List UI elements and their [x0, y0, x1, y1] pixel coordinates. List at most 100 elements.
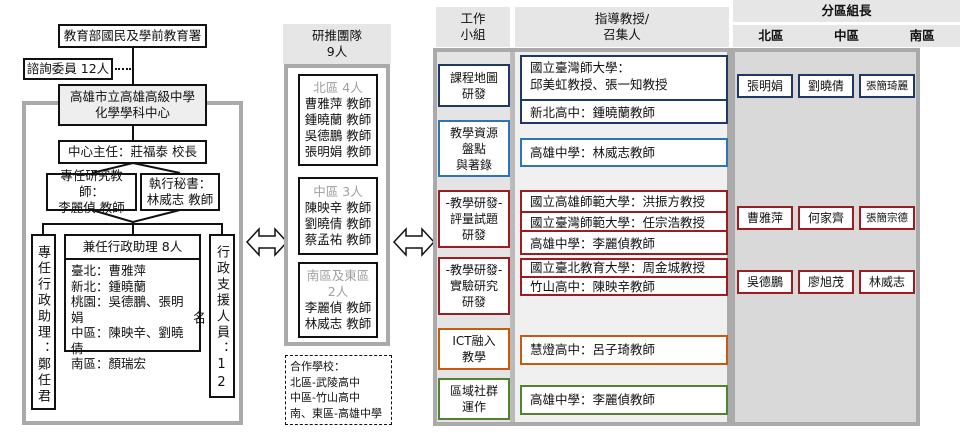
member: 李麗偵 教師 [304, 300, 372, 315]
researcher-box: 專任研究教師：李麗偵 教師 [46, 168, 137, 215]
advisors-box: 諮詢委員 12人 [23, 58, 113, 80]
secretary-name: 林威志 教師 [146, 192, 214, 207]
group-name: 研發 [461, 295, 486, 309]
group-name: 教學資源 [449, 125, 498, 140]
group-name: ICT融入 [452, 334, 496, 348]
member: 吳德鵬 教師 [304, 128, 372, 143]
advisor-row: 國立臺灣師大學： 邱美虹教授、張一知教授 [530, 60, 668, 92]
member: 林威志 教師 [304, 316, 372, 331]
group-name: 與著錄 [455, 157, 492, 172]
header-text: 小組 [460, 27, 486, 42]
region-header: 北區 [758, 28, 784, 43]
region-header: 中區 [833, 28, 859, 43]
advisor-row: 國立臺北教育大學：周金城教授 [530, 260, 706, 275]
region-label: 北區 4人 [313, 80, 363, 95]
group-name: 課程地圖 [449, 70, 498, 85]
group-box: 區域社群運作 [438, 378, 510, 420]
group-box: 教學資源盤點與著錄 [438, 120, 510, 177]
ministry-label: 教育部國民及學前教育署 [63, 28, 202, 43]
advisor-row: 新北高中：鍾曉蘭教師 [522, 99, 726, 122]
header-text: 分區組長 [821, 3, 872, 18]
director-box: 中心主任：莊福泰 校長 [58, 140, 207, 164]
advisors-label: 諮詢委員 12人 [26, 61, 110, 76]
part-assistants-title: 兼任行政助理 8人 [66, 236, 199, 260]
partner-row: 中區-竹山高中 [290, 391, 360, 404]
full-assistant-label: 專任行政助理：鄭任君 [35, 245, 50, 405]
advisor-row: 國立高雄師範大學：洪振方教授 [530, 194, 706, 209]
researcher-title: 專任研究教師： [60, 168, 123, 199]
team-frame [284, 64, 390, 346]
director-label: 中心主任：莊福泰 校長 [68, 144, 197, 159]
region-central: 中區 3人 陳映辛 教師劉曉倩 教師蔡孟祐 教師 [298, 177, 378, 255]
partner-title: 合作學校： [290, 360, 345, 373]
group-box: 課程地圖研發 [438, 64, 510, 107]
advisor-row: 高雄中學：林威志教師 [530, 145, 656, 160]
connector-lines [42, 161, 223, 234]
region-header: 南區 [909, 28, 935, 43]
member: 劉曉倩 教師 [304, 216, 372, 231]
center-name: 高雄市立高雄高級中學 [69, 89, 195, 104]
group-box: -教學研發- 實驗研究研發 [438, 257, 510, 315]
center-subname: 化學學科中心 [94, 105, 170, 120]
region-count: 2人 [327, 284, 349, 299]
advisor-box: 高雄中學：林威志教師 [520, 138, 728, 167]
researcher-name: 李麗偵 教師 [58, 200, 125, 215]
ministry-box: 教育部國民及學前教育署 [58, 24, 207, 48]
support-box: 行政支援人員：12名 [190, 234, 235, 398]
leader-box: 何家齊 [798, 206, 854, 230]
leaders-subheader: 北區 中區 南區 [733, 25, 960, 47]
group-name: -教學研發- [445, 196, 503, 210]
group-name: -教學研發- [445, 263, 503, 277]
leader-box: 劉曉倩 [798, 74, 854, 98]
member: 張明娟 教師 [304, 144, 372, 159]
secretary-box: 執行秘書：林威志 教師 [140, 173, 220, 211]
advisor-row: 竹山高中：陳映辛教師 [522, 276, 726, 294]
leader-box: 曹雅萍 [737, 206, 793, 230]
group-name: 教學 [461, 350, 486, 364]
assistant-row: 桃園：吳德鵬、張明娟 [71, 294, 184, 325]
leader-box: 張明娟 [737, 74, 793, 98]
region-label: 中區 3人 [313, 184, 363, 199]
group-name: 實驗研究 [449, 279, 498, 293]
member: 陳映辛 教師 [304, 200, 372, 215]
group-name: 區域社群 [449, 384, 498, 398]
advisor-row: 高雄中學：李麗偵教師 [522, 230, 726, 253]
partner-row: 北區-武陵高中 [290, 375, 360, 389]
group-name: 盤點 [461, 141, 486, 156]
group-box: ICT融入教學 [438, 328, 510, 370]
double-arrow-icon [245, 227, 289, 257]
group-name: 評量試題 [449, 212, 498, 226]
leader-box: 吳德鵬 [737, 270, 793, 294]
region-label: 南區及東區 [306, 268, 370, 283]
team-title: 研推團隊 [311, 28, 362, 43]
support-label: 行政支援人員：12名 [190, 245, 229, 393]
advisor-box: 慧燈高中：呂子琦教師 [520, 335, 728, 365]
group-box: -教學研發- 評量試題研發 [438, 190, 510, 248]
advisor-row: 慧燈高中：呂子琦教師 [530, 342, 656, 357]
leader-box: 林威志 [859, 270, 915, 294]
leader-box: 張簡琦麗 [859, 74, 915, 98]
advisor-box: 高雄中學：李麗偵教師 [520, 385, 728, 415]
header-text: 工作 [460, 11, 486, 26]
advisor-header: 指導教授/召集人 [515, 7, 729, 47]
advisor-box: 國立臺北教育大學：周金城教授竹山高中：陳映辛教師 [520, 258, 728, 296]
team-count: 9人 [326, 44, 348, 59]
member: 鍾曉蘭 教師 [304, 112, 372, 127]
advisor-box: 國立臺灣師大學： 邱美虹教授、張一知教授新北高中：鍾曉蘭教師 [520, 55, 728, 124]
advisor-row: 高雄中學：李麗偵教師 [530, 392, 656, 407]
group-name: 研發 [461, 228, 486, 242]
center-box: 高雄市立高雄高級中學化學學科中心 [58, 84, 207, 126]
assistant-row: 南區：顏瑞宏 [71, 356, 147, 371]
advisor-box: 國立高雄師範大學：洪振方教授國立臺灣師範大學：任宗浩教授高雄中學：李麗偵教師 [520, 190, 728, 255]
dotted-arrow [115, 68, 131, 70]
assistant-row: 臺北：曹雅萍 [71, 263, 147, 278]
partner-schools-box: 合作學校：北區-武陵高中中區-竹山高中南、東區-高雄中學 [285, 355, 392, 425]
region-north: 北區 4人 曹雅萍 教師鍾曉蘭 教師吳德鵬 教師張明娟 教師 [298, 74, 378, 166]
full-assistant-box: 專任行政助理：鄭任君 [31, 234, 56, 410]
header-text: 召集人 [603, 27, 641, 42]
part-assistants-box: 兼任行政助理 8人 臺北：曹雅萍 新北：鍾曉蘭 桃園：吳德鵬、張明娟 中區：陳映… [64, 234, 201, 371]
member: 曹雅萍 教師 [304, 96, 372, 111]
advisor-row: 國立臺灣師範大學：任宗浩教授 [522, 211, 726, 230]
group-header: 工作小組 [436, 7, 510, 47]
